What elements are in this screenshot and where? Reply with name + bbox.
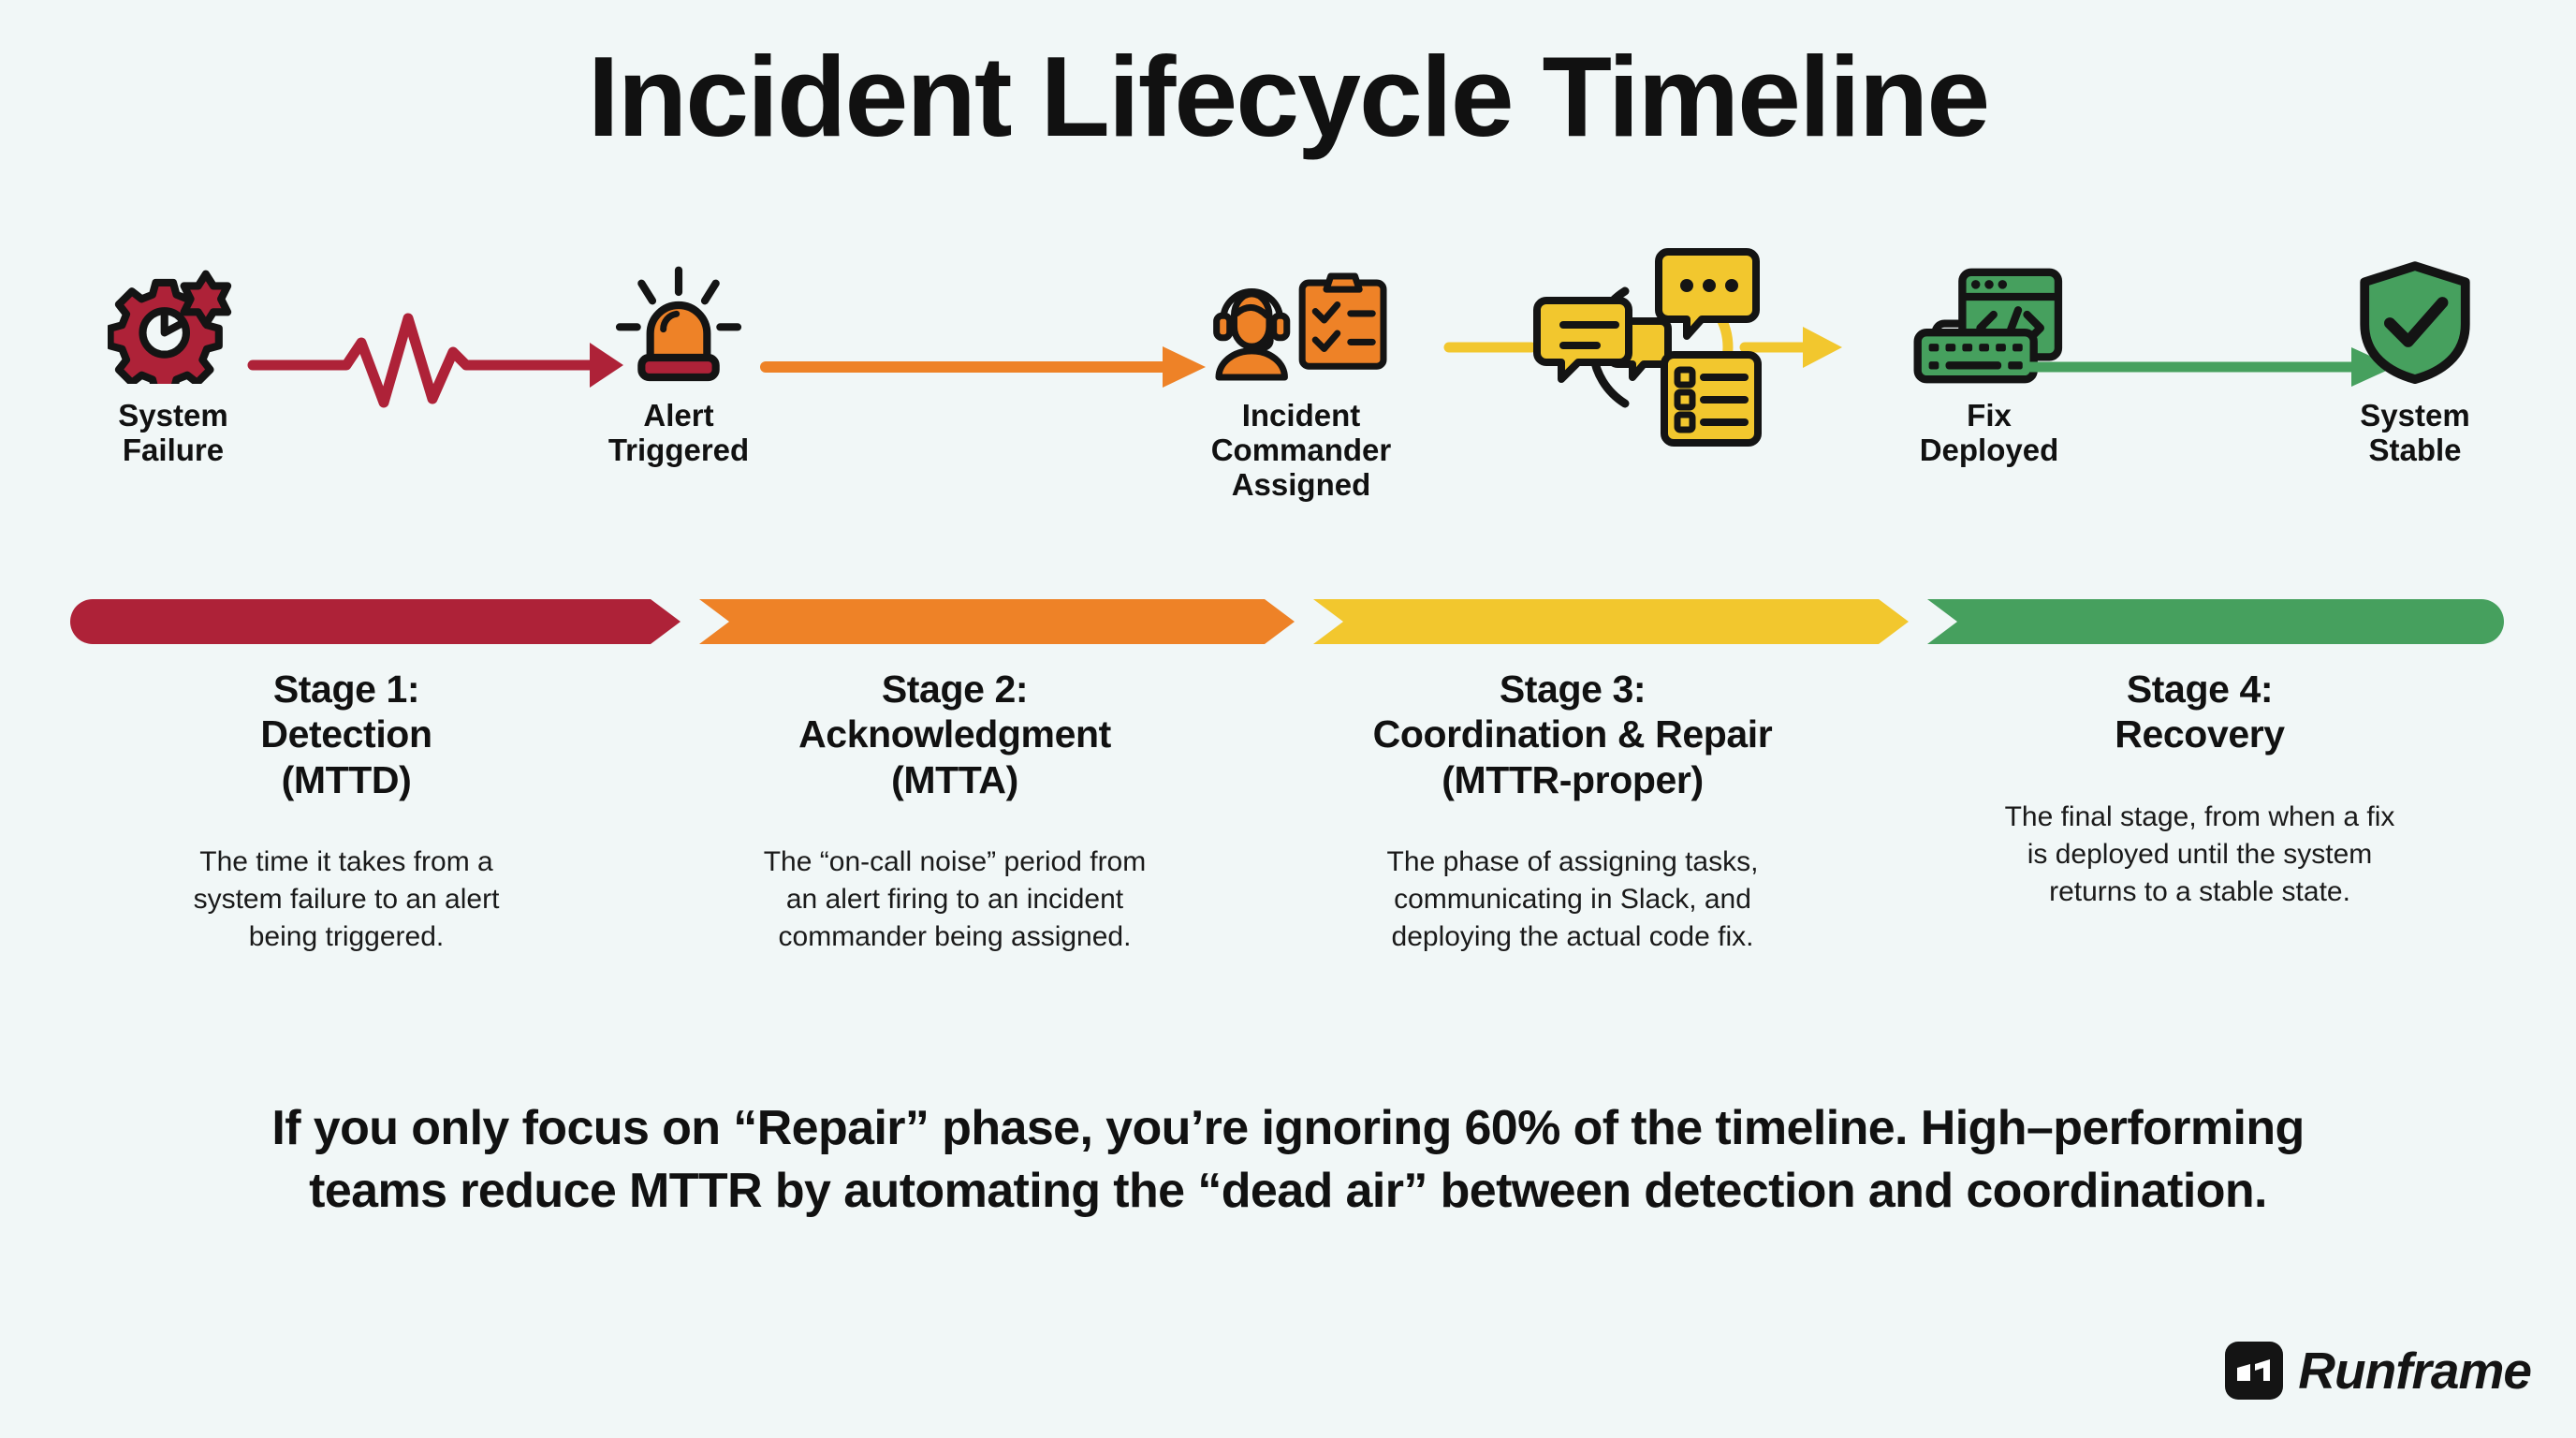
node-incident-commander-assigned: Incident Commander Assigned — [1133, 257, 1470, 503]
callout-text: If you only focus on “Repair” phase, you… — [271, 1101, 2305, 1218]
timeline-segment-1 — [70, 599, 681, 644]
stage-column-4: Stage 4: Recovery The final stage, from … — [1891, 667, 2509, 910]
timeline-segment-3 — [1313, 599, 1909, 644]
node-label: System Failure — [118, 398, 228, 467]
stage-description: The final stage, from when a fix is depl… — [2004, 800, 2395, 907]
stage-description: The “on-call noise” period from an alert… — [763, 846, 1147, 952]
node-label: System Stable — [2360, 398, 2470, 467]
broken-gear-icon — [9, 257, 337, 384]
stage-column-2: Stage 2: Acknowledgment (MTTA) The “on-c… — [655, 667, 1254, 956]
stage-title: Stage 2: Acknowledgment (MTTA) — [798, 668, 1111, 801]
node-alert-triggered: Alert Triggered — [524, 257, 833, 468]
stage-column-3: Stage 3: Coordination & Repair (MTTR-pro… — [1268, 667, 1877, 956]
stage-title: Stage 3: Coordination & Repair (MTTR-pro… — [1372, 668, 1773, 801]
runframe-logo: Runframe — [2225, 1341, 2532, 1401]
pulse-arrow-connector — [243, 309, 637, 421]
headset-operator-clipboard-icon — [1133, 257, 1470, 384]
stage-description: The phase of assigning tasks, communicat… — [1386, 846, 1759, 952]
orange-arrow-connector — [758, 334, 1226, 400]
timeline-bar — [70, 599, 2504, 644]
code-window-keyboard-icon — [1830, 257, 2148, 384]
process-flow-row: System Failure — [0, 248, 2576, 566]
shield-check-icon — [2275, 257, 2555, 384]
page-title: Incident Lifecycle Timeline — [587, 33, 1990, 160]
timeline-segment-2 — [699, 599, 1295, 644]
stage-title: Stage 4: Recovery — [2115, 668, 2285, 756]
green-arrow-connector — [2022, 334, 2415, 400]
node-system-failure: System Failure — [9, 257, 337, 468]
timeline-segment-4 — [1927, 599, 2504, 644]
runframe-logo-mark — [2225, 1342, 2284, 1400]
node-fix-deployed: Fix Deployed — [1830, 257, 2148, 468]
node-system-stable: System Stable — [2275, 257, 2555, 468]
stage-description: The time it takes from a system failure … — [193, 846, 500, 952]
coordination-loop-connector — [1442, 242, 1863, 448]
siren-icon — [524, 257, 833, 384]
node-label: Incident Commander Assigned — [1210, 398, 1392, 502]
stage-title: Stage 1: Detection (MTTD) — [260, 668, 432, 801]
stage-column-1: Stage 1: Detection (MTTD) The time it ta… — [56, 667, 637, 956]
runframe-wordmark: Runframe — [2298, 1342, 2532, 1400]
node-label: Fix Deployed — [1919, 398, 2059, 467]
node-label: Alert Triggered — [607, 398, 750, 467]
